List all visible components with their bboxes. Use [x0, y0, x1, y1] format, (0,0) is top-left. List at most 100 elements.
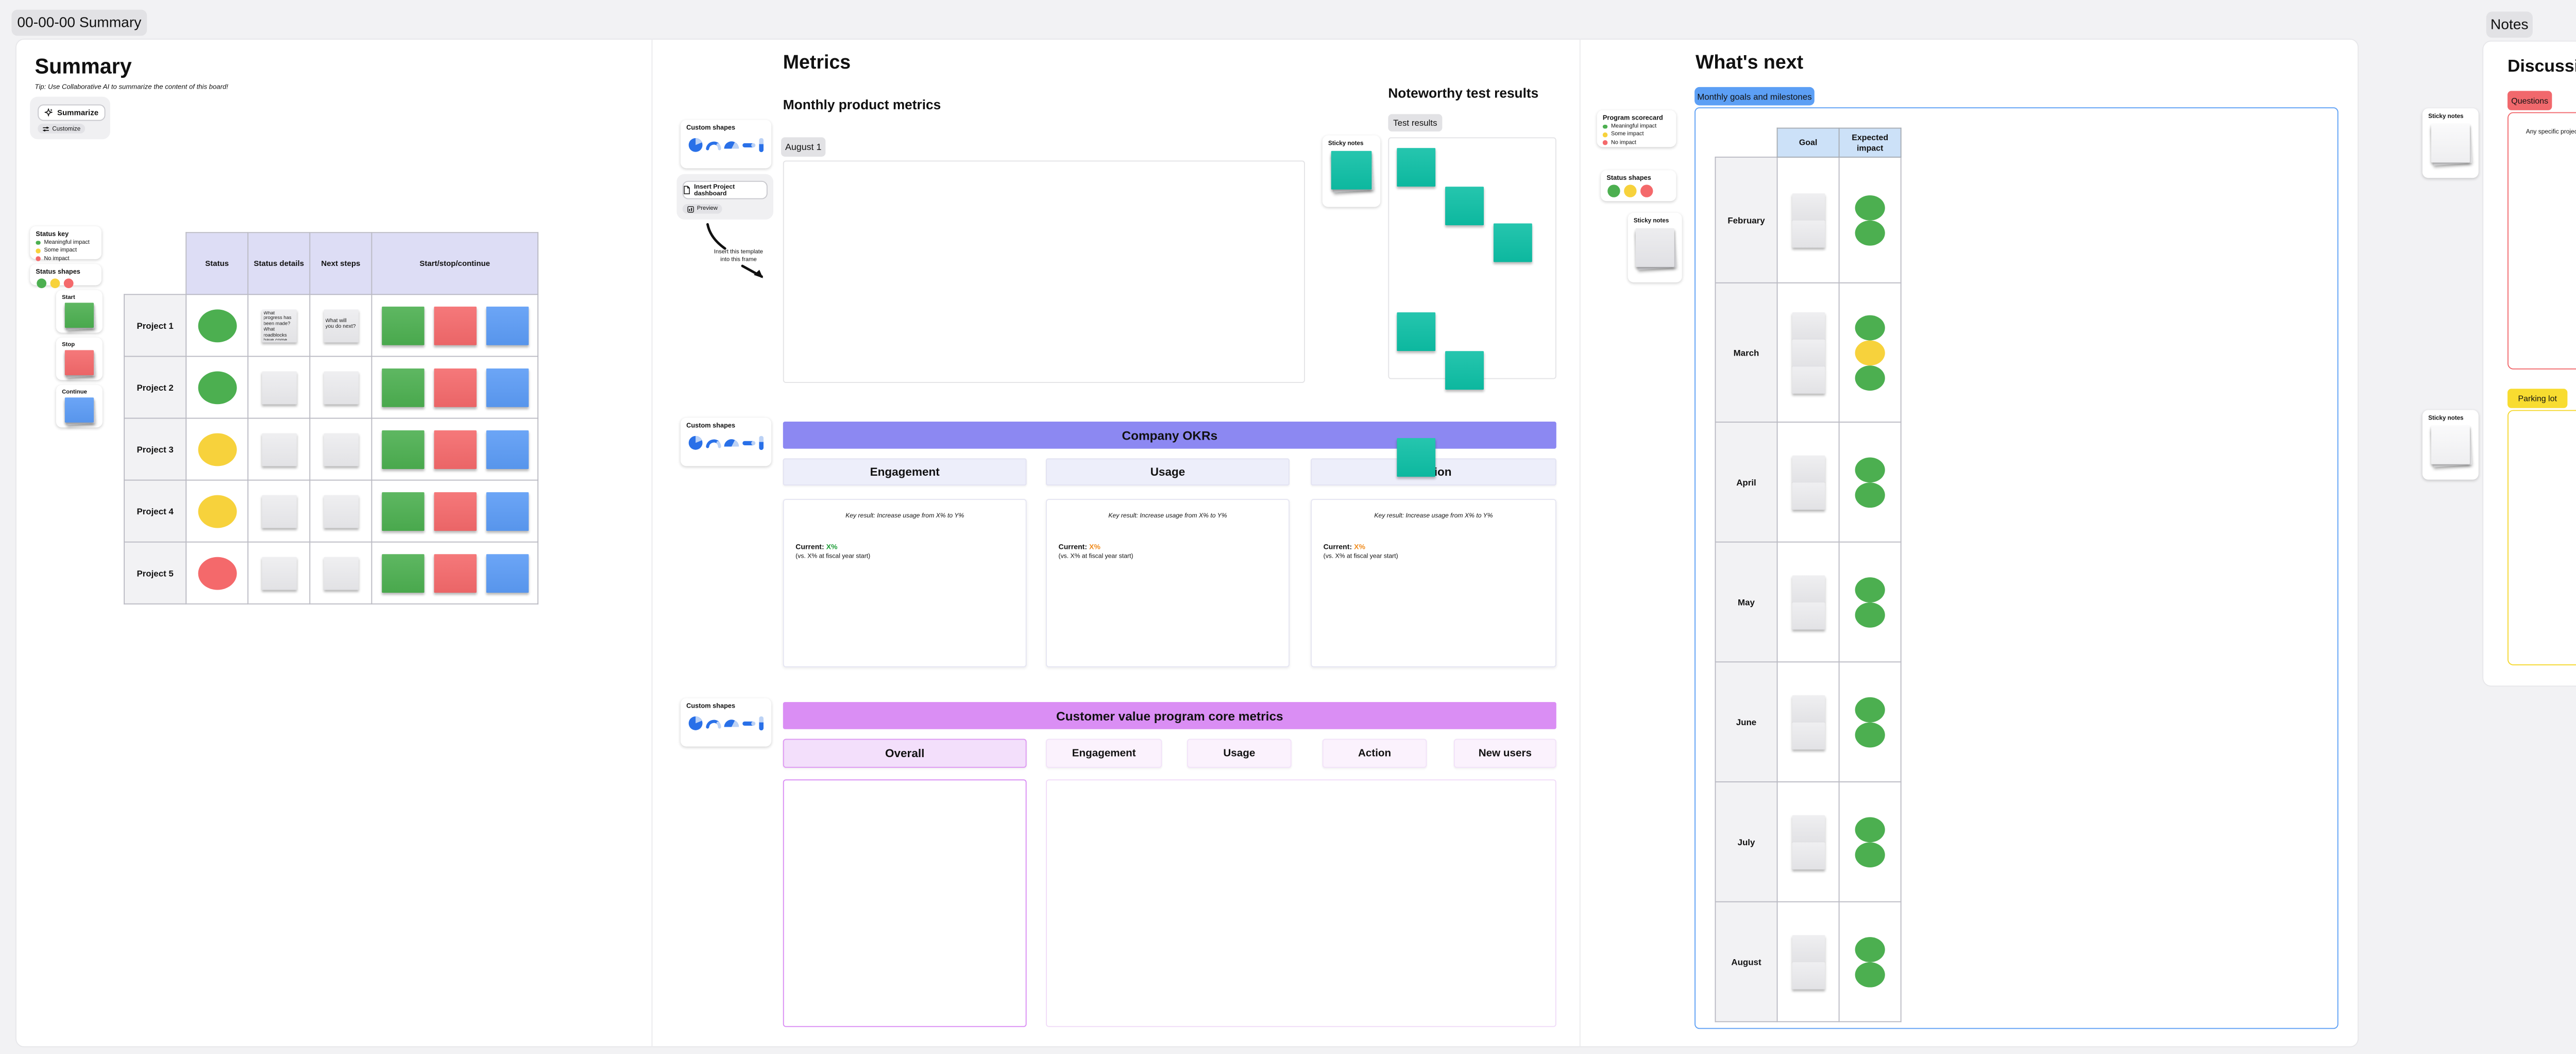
cvp-tab-action[interactable]: Action — [1322, 739, 1427, 768]
cvp-tab-new-users[interactable]: New users — [1453, 739, 1556, 768]
cvp-tab-usage[interactable]: Usage — [1187, 739, 1292, 768]
status-circle-red[interactable] — [1640, 185, 1653, 197]
impact-ellipse[interactable] — [1855, 482, 1885, 508]
start-sticky[interactable] — [381, 492, 424, 531]
status-ellipse[interactable] — [197, 494, 236, 528]
impact-ellipse[interactable] — [1855, 842, 1885, 867]
okr-column-header[interactable]: Usage — [1046, 458, 1290, 486]
start-sticky-stack[interactable] — [64, 303, 96, 331]
cvp-banner[interactable]: Customer value program core metrics — [783, 702, 1556, 729]
start-sticky[interactable] — [381, 554, 424, 593]
okr-card-usage[interactable]: Key result: Increase usage from X% to Y%… — [1046, 499, 1290, 667]
continue-sticky[interactable] — [485, 306, 529, 345]
goal-sticky[interactable] — [1791, 934, 1825, 962]
impact-ellipse[interactable] — [1855, 365, 1885, 391]
next-steps-sticky[interactable] — [323, 432, 359, 466]
white-sticky-stack[interactable] — [2431, 425, 2472, 467]
custom-chart-shapes[interactable] — [681, 710, 771, 732]
status-ellipse[interactable] — [197, 556, 236, 590]
next-steps-sticky[interactable] — [323, 556, 359, 590]
impact-ellipse[interactable] — [1855, 936, 1885, 962]
impact-ellipse[interactable] — [1855, 601, 1885, 627]
goal-sticky[interactable] — [1791, 814, 1825, 842]
gray-sticky-stack[interactable] — [1635, 228, 1677, 270]
impact-ellipse[interactable] — [1855, 340, 1885, 365]
test-result-sticky[interactable] — [1397, 438, 1436, 477]
details-sticky[interactable]: What progress has been made? What roadbl… — [261, 309, 297, 342]
preview-button[interactable]: Preview — [682, 204, 723, 214]
start-sticky[interactable] — [381, 430, 424, 469]
white-sticky-stack[interactable] — [2431, 124, 2472, 166]
start-sticky[interactable] — [381, 367, 424, 407]
status-circle-green[interactable] — [37, 278, 47, 289]
status-circle-red[interactable] — [63, 278, 74, 289]
cvp-tab-engagement[interactable]: Engagement — [1046, 739, 1162, 768]
questions-label[interactable]: Questions — [2507, 91, 2552, 110]
cvp-tab-overall[interactable]: Overall — [783, 739, 1027, 768]
details-sticky[interactable] — [261, 494, 297, 528]
custom-chart-shapes[interactable] — [681, 131, 771, 154]
stop-sticky[interactable] — [433, 430, 477, 469]
test-result-sticky[interactable] — [1493, 223, 1532, 262]
impact-ellipse[interactable] — [1855, 961, 1885, 987]
continue-sticky[interactable] — [485, 430, 529, 469]
parking-lot-box[interactable] — [2507, 410, 2576, 665]
impact-ellipse[interactable] — [1855, 220, 1885, 245]
test-result-sticky[interactable] — [1397, 148, 1436, 187]
goal-sticky[interactable] — [1791, 961, 1825, 989]
company-okrs-banner[interactable]: Company OKRs — [783, 422, 1556, 449]
goal-sticky[interactable] — [1791, 842, 1825, 869]
next-steps-sticky[interactable] — [323, 371, 359, 404]
stop-sticky[interactable] — [433, 306, 477, 345]
okr-card-engagement[interactable]: Key result: Increase usage from X% to Y%… — [783, 499, 1027, 667]
test-result-sticky[interactable] — [1445, 187, 1484, 226]
continue-sticky[interactable] — [485, 492, 529, 531]
test-result-sticky[interactable] — [1445, 351, 1484, 390]
goal-sticky[interactable] — [1791, 339, 1825, 366]
parking-lot-label[interactable]: Parking lot — [2507, 389, 2568, 408]
impact-ellipse[interactable] — [1855, 722, 1885, 747]
next-steps-sticky[interactable]: What will you do next? — [323, 309, 359, 342]
status-ellipse[interactable] — [197, 371, 236, 404]
cvp-overall-frame[interactable] — [783, 779, 1027, 1027]
goal-sticky[interactable] — [1791, 695, 1825, 722]
goal-sticky[interactable] — [1791, 575, 1825, 602]
goal-sticky[interactable] — [1791, 220, 1825, 247]
date-label[interactable]: August 1 — [781, 137, 826, 157]
stop-sticky-stack[interactable] — [64, 350, 96, 378]
okr-column-header[interactable]: Engagement — [783, 458, 1027, 486]
notes-title[interactable]: Notes — [2486, 11, 2533, 38]
test-results-label[interactable]: Test results — [1388, 114, 1443, 132]
monthly-metrics-frame[interactable] — [783, 160, 1305, 383]
impact-ellipse[interactable] — [1855, 195, 1885, 220]
board-title[interactable]: 00-00-00 Summary — [11, 9, 147, 36]
goal-sticky[interactable] — [1791, 366, 1825, 393]
next-steps-sticky[interactable] — [323, 494, 359, 528]
goal-sticky[interactable] — [1791, 455, 1825, 482]
goal-sticky[interactable] — [1791, 601, 1825, 629]
status-circle-yellow[interactable] — [50, 278, 60, 289]
stop-sticky[interactable] — [433, 492, 477, 531]
impact-ellipse[interactable] — [1855, 457, 1885, 482]
test-result-sticky[interactable] — [1397, 312, 1436, 352]
details-sticky[interactable] — [261, 556, 297, 590]
custom-chart-shapes[interactable] — [681, 429, 771, 451]
status-circle-green[interactable] — [1607, 185, 1620, 197]
continue-sticky[interactable] — [485, 554, 529, 593]
monthly-goals-label[interactable]: Monthly goals and milestones — [1694, 87, 1815, 106]
customize-button[interactable]: Customize — [38, 124, 86, 133]
summarize-button[interactable]: Summarize — [38, 104, 106, 121]
goal-sticky[interactable] — [1791, 482, 1825, 509]
test-results-frame[interactable] — [1388, 137, 1556, 477]
goal-sticky[interactable] — [1791, 312, 1825, 339]
teal-sticky-stack[interactable] — [1331, 150, 1375, 193]
questions-box[interactable]: Any specific projects you're concerned a… — [2507, 112, 2576, 370]
stop-sticky[interactable] — [433, 367, 477, 407]
status-ellipse[interactable] — [197, 432, 236, 466]
impact-ellipse[interactable] — [1855, 577, 1885, 602]
cvp-metrics-frame[interactable] — [1046, 779, 1556, 1027]
status-ellipse[interactable] — [197, 309, 236, 342]
okr-card-action[interactable]: Key result: Increase usage from X% to Y%… — [1311, 499, 1556, 667]
impact-ellipse[interactable] — [1855, 816, 1885, 842]
